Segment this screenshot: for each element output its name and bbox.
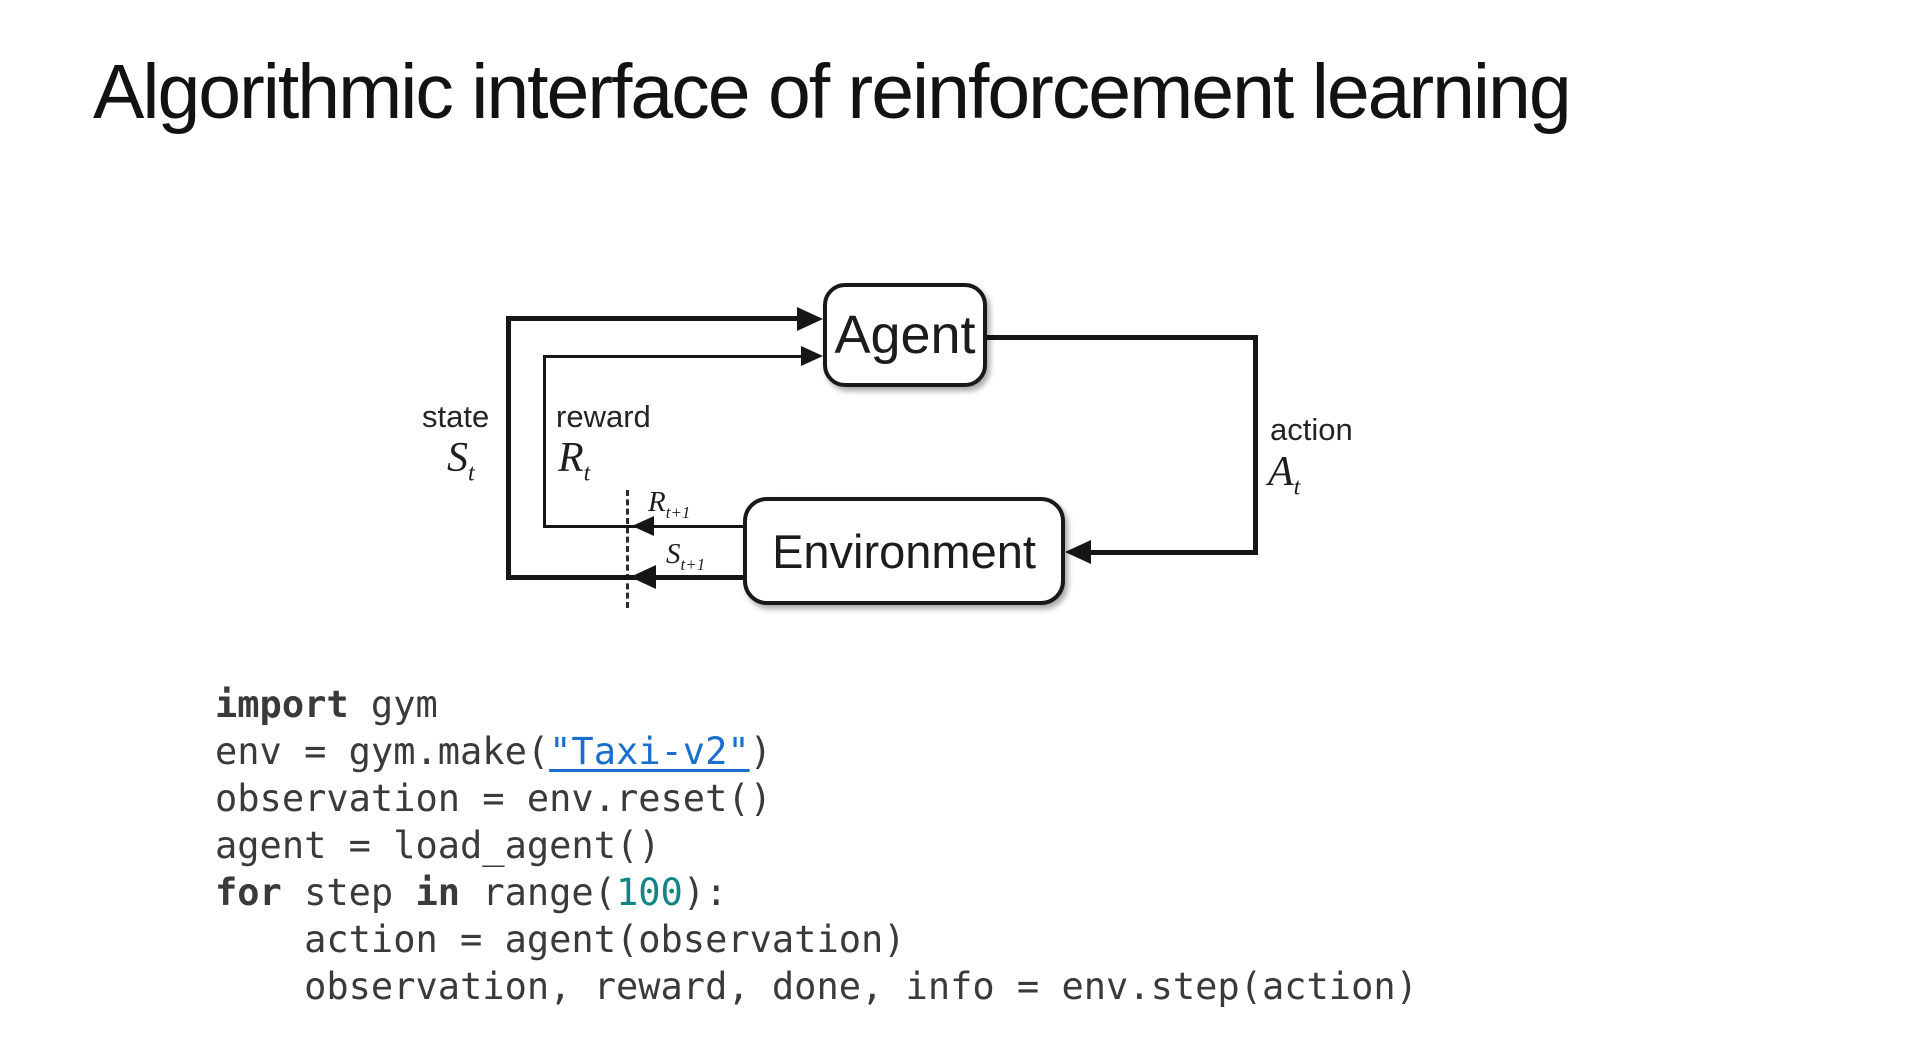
next-state-line — [506, 575, 743, 580]
action-line-vertical — [1253, 335, 1258, 555]
arrow-left-icon — [1065, 540, 1091, 564]
agent-box: Agent — [823, 283, 987, 387]
arrow-left-icon — [632, 516, 654, 536]
code-line: env = gym.make("Taxi-v2") — [215, 728, 1418, 775]
arrow-left-icon — [630, 565, 656, 589]
state-symbol: St — [447, 435, 475, 487]
code-token: in — [415, 871, 461, 914]
code-token: for — [215, 871, 282, 914]
code-token: gym — [348, 683, 438, 726]
reward-line-vertical — [543, 355, 546, 528]
code-line: observation, reward, done, info = env.st… — [215, 963, 1418, 1010]
reward-label: reward — [556, 399, 651, 434]
action-label: action — [1270, 412, 1353, 447]
environment-label: Environment — [772, 524, 1036, 578]
code-token: 100 — [615, 871, 683, 914]
page-title: Algorithmic interface of reinforcement l… — [93, 49, 1572, 135]
environment-box: Environment — [743, 497, 1065, 605]
code-token: import — [215, 683, 349, 726]
reward-symbol: Rt — [558, 435, 591, 487]
action-line-bottom — [1085, 550, 1258, 555]
code-token: env = gym.make( — [215, 730, 550, 773]
agent-label: Agent — [834, 305, 976, 365]
action-symbol: At — [1268, 449, 1301, 501]
state-line-top — [506, 316, 802, 321]
code-token: observation = env.reset() — [215, 777, 772, 820]
code-line: for step in range(100): — [215, 869, 1418, 916]
timestep-dashed-line — [626, 490, 629, 608]
code-token: range( — [460, 871, 616, 914]
code-token: ): — [682, 871, 728, 914]
next-reward-symbol: Rt+1 — [648, 486, 691, 522]
arrow-right-icon — [797, 307, 823, 331]
code-token: observation, reward, done, info = env.st… — [215, 965, 1418, 1008]
code-line: observation = env.reset() — [215, 775, 1418, 822]
action-line-top — [985, 335, 1258, 340]
code-token: agent = load_agent() — [215, 824, 661, 867]
code-line: import gym — [215, 681, 1418, 728]
code-line: agent = load_agent() — [215, 822, 1418, 869]
arrow-right-icon — [801, 346, 823, 366]
state-label: state — [422, 399, 490, 434]
code-line: action = agent(observation) — [215, 916, 1418, 963]
taxi-v2-link[interactable]: "Taxi-v2" — [549, 730, 750, 773]
code-token: ) — [749, 730, 772, 773]
reward-line-top — [543, 355, 801, 358]
code-token: action = agent(observation) — [215, 918, 906, 961]
state-line-vertical — [506, 316, 511, 580]
next-state-symbol: St+1 — [666, 538, 706, 574]
code-token: step — [281, 871, 416, 914]
